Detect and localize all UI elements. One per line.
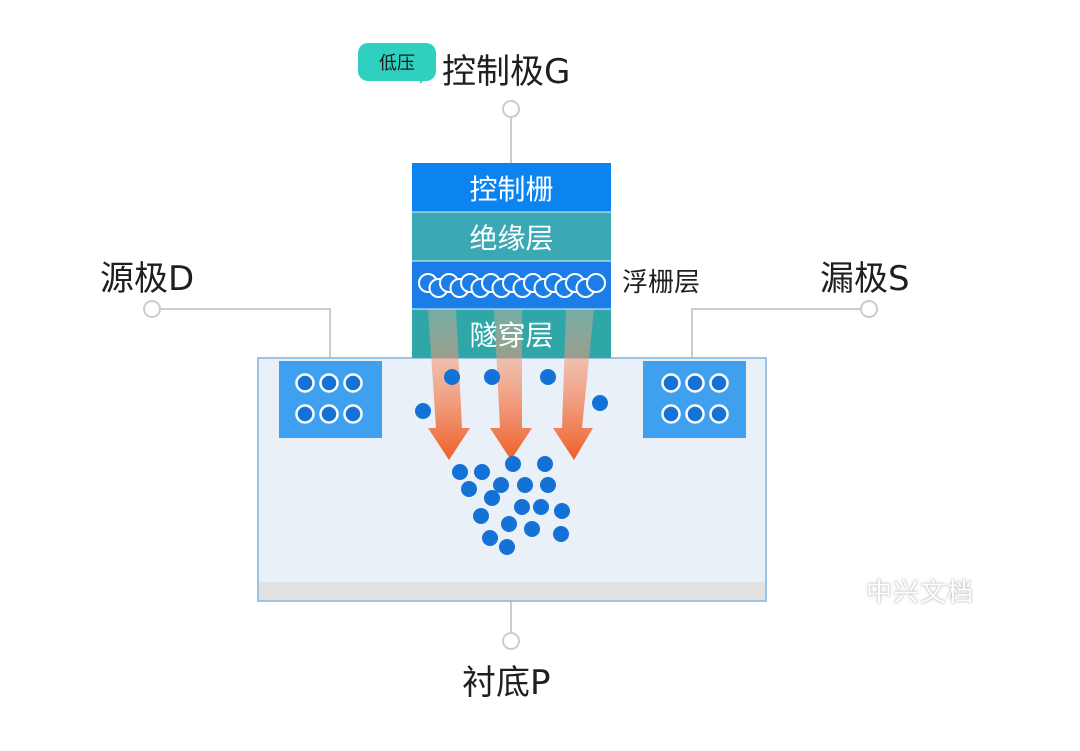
substrate-terminal-label: 衬底P (462, 663, 551, 703)
electron-dot (553, 526, 569, 542)
gate-terminal-label: 控制极G (442, 52, 571, 92)
source-terminal-label: 源极D (100, 259, 195, 299)
control-gate-label: 控制栅 (469, 172, 554, 206)
badge-tail (420, 70, 434, 84)
electron-dot (474, 464, 490, 480)
tunnel-arrow-3 (553, 309, 594, 460)
electron-dot (444, 369, 460, 385)
electron-dot (482, 530, 498, 546)
watermark-text: 中兴文档 (866, 578, 975, 608)
source-node (143, 300, 161, 318)
source-well (279, 361, 382, 438)
electron-dot (493, 477, 509, 493)
tunneling-arrows (428, 309, 594, 460)
low-voltage-badge: 低压 (358, 43, 436, 81)
connector-nodes (143, 100, 878, 650)
source-connector-line (160, 308, 331, 358)
tunnel-layer-label: 隧穿层 (469, 318, 554, 352)
electron-dot (709, 404, 729, 424)
drain-connector-line (691, 308, 860, 358)
electron-dot (514, 499, 530, 515)
electron-dot (661, 373, 681, 393)
electron-dot (461, 481, 477, 497)
well-electrons (295, 373, 729, 424)
insulator-layer (412, 212, 611, 261)
electron-dot (319, 404, 339, 424)
electron-dot (533, 499, 549, 515)
electron-dot (685, 404, 705, 424)
electron-dot (501, 516, 517, 532)
electron-dot (319, 373, 339, 393)
electron-dot (484, 490, 500, 506)
electron-dot (295, 404, 315, 424)
electron-dot (554, 503, 570, 519)
drain-node (860, 300, 878, 318)
badge-text: 低压 (379, 53, 415, 74)
electron-dot (473, 508, 489, 524)
drain-terminal-label: 漏极S (820, 259, 910, 299)
electron-dot (685, 373, 705, 393)
tunnel-arrow-2 (490, 309, 532, 460)
electron-dot (484, 369, 500, 385)
electron-dot (295, 373, 315, 393)
control-gate-layer (412, 163, 611, 212)
electron-dot (415, 403, 431, 419)
electron-dot (524, 521, 540, 537)
electron-dot (540, 369, 556, 385)
electron-dot (661, 404, 681, 424)
substrate-node (502, 632, 520, 650)
substrate-bottom-strip (259, 582, 765, 600)
electron-dot (343, 404, 363, 424)
floating-gate-charge (586, 273, 606, 293)
floating-gate-label: 浮栅层 (622, 268, 701, 298)
drain-well (643, 361, 746, 438)
connector-lines (160, 118, 860, 632)
floating-gate-charges (418, 273, 606, 298)
tunnel-arrow-1 (428, 309, 470, 460)
electron-dot (505, 456, 521, 472)
channel-electrons (415, 369, 608, 555)
insulator-label: 绝缘层 (469, 221, 554, 255)
electron-dot (499, 539, 515, 555)
electron-dot (709, 373, 729, 393)
electron-dot (592, 395, 608, 411)
electron-dot (517, 477, 533, 493)
electron-dot (452, 464, 468, 480)
electron-dot (343, 373, 363, 393)
electron-dot (540, 477, 556, 493)
gate-node (502, 100, 520, 118)
electron-dot (537, 456, 553, 472)
